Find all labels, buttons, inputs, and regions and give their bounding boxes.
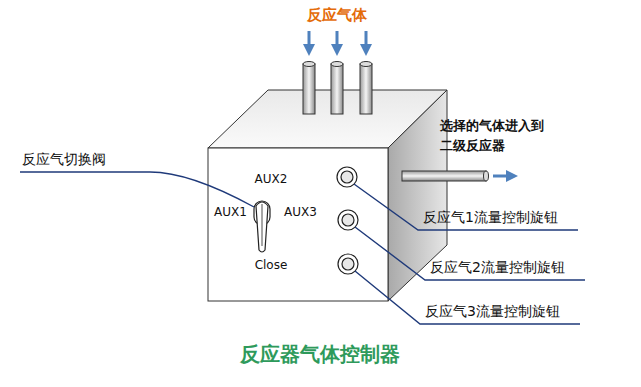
figure-caption: 反应器气体控制器 [240, 342, 400, 366]
switch-valve [254, 201, 270, 252]
knob-label: 反应气3流量控制旋钮 [425, 303, 560, 320]
leader-lines [20, 172, 585, 324]
valve-label: 反应气切换阀 [22, 151, 106, 168]
inlet-pipes [303, 62, 372, 115]
position-label: AUX2 [255, 172, 288, 186]
outlet-pipe [402, 171, 512, 181]
knob-label: 反应气2流量控制旋钮 [430, 259, 565, 276]
inlet-arrows [309, 31, 366, 50]
position-label: AUX1 [214, 205, 247, 219]
cube-front [208, 148, 388, 301]
inlet-title: 反应气体 [307, 6, 367, 24]
position-label: AUX3 [284, 205, 317, 219]
outlet-label: 选择的气体进入到 二级反应器 [440, 116, 552, 156]
knob-label: 反应气1流量控制旋钮 [423, 209, 558, 226]
flow-knobs [337, 167, 358, 274]
position-label: Close [255, 258, 288, 272]
